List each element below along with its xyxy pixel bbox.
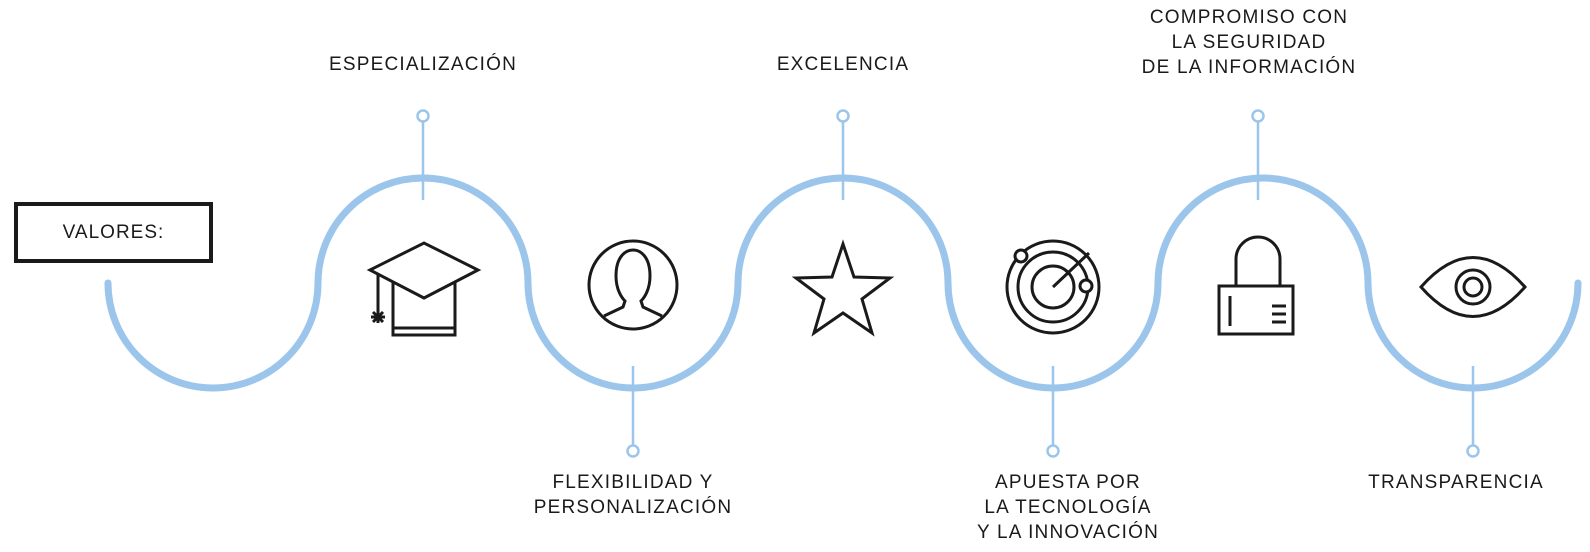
values-heading: VALORES: xyxy=(62,221,165,243)
padlock-icon xyxy=(1217,235,1295,336)
values-heading-box: VALORES: xyxy=(14,202,213,263)
eye-icon xyxy=(1418,256,1528,318)
connector-transparencia xyxy=(1466,366,1480,458)
label-flexibilidad: FLEXIBILIDAD Y PERSONALIZACIÓN xyxy=(533,472,733,518)
connector-tecnologia xyxy=(1046,366,1060,458)
connector-excelencia xyxy=(836,109,850,200)
label-transparencia: TRANSPARENCIA xyxy=(1368,472,1544,493)
connector-flexibilidad xyxy=(626,366,640,458)
label-tecnologia: APUESTA POR LA TECNOLOGÍA Y LA INNOVACIÓ… xyxy=(976,472,1159,543)
star-icon xyxy=(791,239,895,337)
graduation-cap-icon xyxy=(366,241,482,337)
label-seguridad: COMPROMISO CON LA SEGURIDAD DE LA INFORM… xyxy=(1141,7,1357,78)
label-especializacion: ESPECIALIZACIÓN xyxy=(329,54,517,75)
radar-icon xyxy=(1005,239,1101,335)
label-excelencia: EXCELENCIA xyxy=(776,54,910,75)
connector-seguridad xyxy=(1251,109,1265,200)
wave-line xyxy=(104,174,1582,392)
connector-especializacion xyxy=(416,109,430,200)
person-icon xyxy=(587,239,679,331)
